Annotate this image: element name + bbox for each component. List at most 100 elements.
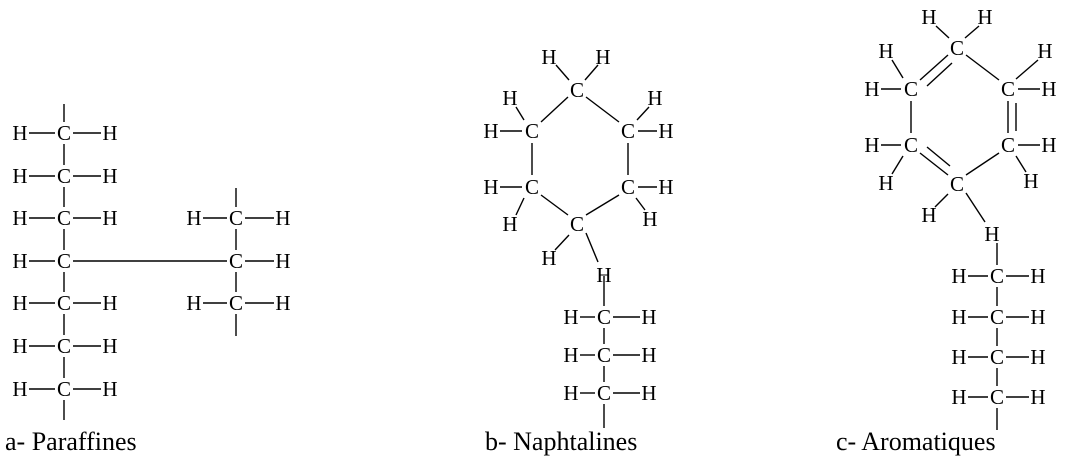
caption-aromatiques: c- Aromatiques — [836, 427, 996, 456]
carbon-atom: C — [57, 334, 71, 358]
carbon-atom: C — [990, 345, 1004, 369]
hydrogen-atom: H — [951, 385, 966, 409]
caption-naphtalines: b- Naphtalines — [485, 427, 637, 456]
hydrogen-atom: H — [647, 86, 662, 110]
bond-line — [540, 194, 569, 216]
bond-line — [934, 193, 949, 208]
bond-line — [965, 152, 1000, 176]
hydrogen-atom: H — [102, 334, 117, 358]
link-bond — [965, 192, 986, 223]
carbon-atom: C — [597, 305, 611, 329]
hydrogen-atom: H — [275, 249, 290, 273]
hydrogen-atom: H — [641, 343, 656, 367]
hydrogen-atom: H — [102, 121, 117, 145]
bond-line — [935, 25, 950, 39]
bond-line — [585, 96, 620, 123]
carbon-atom: C — [57, 164, 71, 188]
hydrogen-atom: H — [1037, 39, 1052, 63]
hydrogen-atom: H — [1030, 345, 1045, 369]
carbon-atom: C — [57, 206, 71, 230]
carbon-atom: C — [990, 385, 1004, 409]
hydrogen-atom: H — [921, 203, 936, 227]
hydrogen-atom: H — [483, 175, 498, 199]
hydrogen-atom: H — [483, 119, 498, 143]
hydrogen-atom: H — [186, 206, 201, 230]
carbon-atom: C — [990, 264, 1004, 288]
hydrogen-atom: H — [977, 5, 992, 29]
hydrogen-atom: H — [596, 263, 611, 287]
hydrogen-atom: H — [641, 305, 656, 329]
carbon-atom: C — [57, 121, 71, 145]
bond-line — [891, 155, 904, 175]
hydrogen-atom: H — [12, 377, 27, 401]
hydrogen-atom: H — [502, 212, 517, 236]
hydrogen-atom: H — [186, 291, 201, 315]
carbon-atom: C — [990, 305, 1004, 329]
carbon-atom: C — [229, 291, 243, 315]
carbon-atom: C — [904, 77, 918, 101]
hydrogen-atom: H — [1030, 264, 1045, 288]
hydrogen-atom: H — [541, 246, 556, 270]
carbon-atom: C — [570, 78, 584, 102]
hydrogen-atom: H — [12, 164, 27, 188]
bond-line — [515, 197, 525, 216]
hydrogen-atom: H — [1030, 385, 1045, 409]
hydrogen-atom: H — [275, 291, 290, 315]
bond-line — [1015, 59, 1039, 80]
carbon-atom: C — [229, 249, 243, 273]
caption-paraffines: a- Paraffines — [5, 427, 137, 456]
hydrogen-atom: H — [12, 121, 27, 145]
bond-line — [964, 25, 980, 39]
carbon-atom: C — [57, 249, 71, 273]
hydrogen-atom: H — [102, 377, 117, 401]
hydrogen-atom: H — [658, 175, 673, 199]
carbon-atom: C — [597, 343, 611, 367]
hydrogen-atom: H — [864, 77, 879, 101]
hydrogen-atom: H — [1041, 133, 1056, 157]
hydrogen-atom: H — [275, 206, 290, 230]
carbon-atom: C — [904, 133, 918, 157]
bond-line — [965, 54, 1000, 81]
hydrogen-atom: H — [878, 171, 893, 195]
bond-line — [1015, 155, 1027, 173]
carbon-atom: C — [950, 172, 964, 196]
bond-line — [635, 197, 646, 211]
carbon-atom: C — [57, 377, 71, 401]
carbon-atom: C — [525, 119, 539, 143]
hydrogen-atom: H — [951, 345, 966, 369]
carbon-atom: C — [525, 175, 539, 199]
carbon-atom: C — [229, 206, 243, 230]
bond-line — [585, 194, 620, 216]
hydrogen-atom: H — [984, 222, 999, 246]
hydrogen-atom: H — [102, 164, 117, 188]
bond-line — [891, 59, 904, 79]
hydrogen-atom: H — [102, 206, 117, 230]
hydrogen-atom: H — [541, 45, 556, 69]
hydrogen-atom: H — [921, 5, 936, 29]
hydrogen-atom: H — [12, 206, 27, 230]
hydrogen-atom: H — [642, 207, 657, 231]
carbon-atom: C — [1001, 133, 1015, 157]
hydrogen-atom: H — [12, 291, 27, 315]
hydrogen-atom: H — [1023, 169, 1038, 193]
hydrogen-atom: H — [1041, 77, 1056, 101]
carbon-atom: C — [621, 119, 635, 143]
carbon-atom: C — [1001, 77, 1015, 101]
hydrogen-atom: H — [878, 39, 893, 63]
bond-line — [584, 64, 599, 81]
bond-line — [515, 106, 525, 121]
hydrogen-atom: H — [658, 119, 673, 143]
carbon-atom: C — [570, 212, 584, 236]
hydrogen-atom: H — [12, 249, 27, 273]
double-bond-line — [926, 62, 953, 87]
carbon-atom: C — [950, 36, 964, 60]
hydrogen-atom: H — [502, 86, 517, 110]
carbon-atom: C — [621, 175, 635, 199]
hydrogen-atom: H — [595, 45, 610, 69]
bond-line — [636, 106, 650, 121]
bond-line — [555, 64, 570, 81]
